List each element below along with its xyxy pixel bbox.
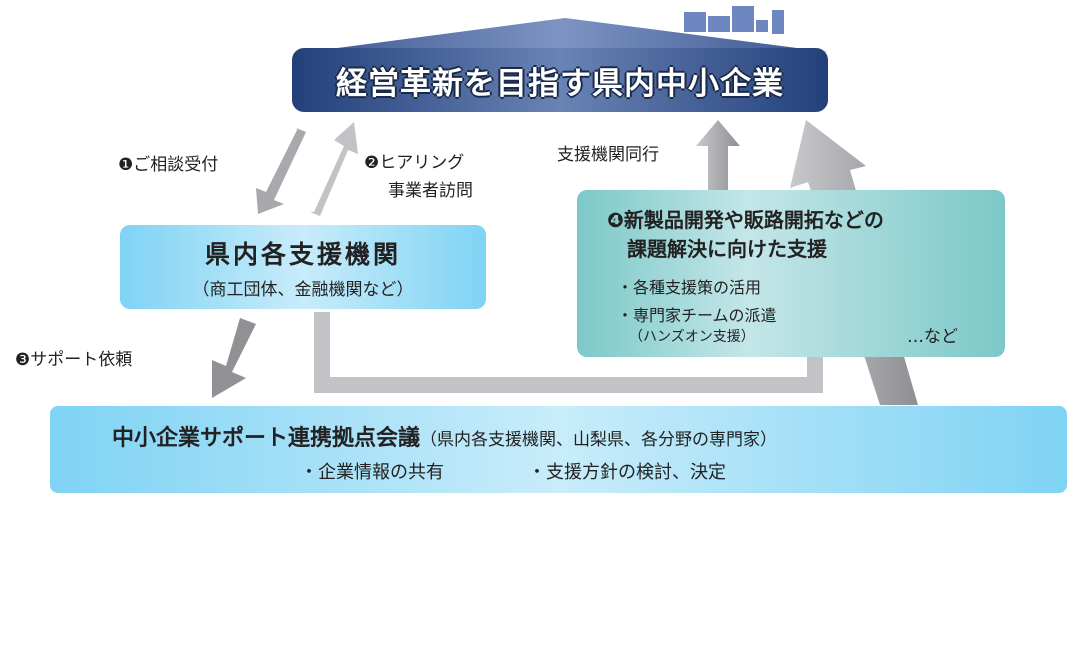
buildings-icon: [684, 6, 784, 34]
step4-heading-line1: ❹新製品開発や販路開拓などの: [607, 208, 884, 232]
step4-etc: …など: [907, 327, 958, 347]
feedback-line: [314, 312, 823, 393]
step1-label: ❶ご相談受付: [118, 155, 219, 175]
council-members: （県内各支援機関、山梨県、各分野の専門家）: [420, 430, 778, 450]
council-role: ・企業情報の共有: [300, 462, 444, 483]
step4-heading-line2: 課題解決に向けた支援: [627, 237, 827, 261]
target-companies-title: 経営革新を目指す県内中小企業: [292, 48, 828, 112]
step4-box: ❹新製品開発や販路開拓などの 課題解決に向けた支援 ・各種支援策の活用 ・専門家…: [577, 190, 1005, 357]
council-title: 中小企業サポート連携拠点会議: [112, 426, 421, 451]
arrow-accompany: [696, 120, 740, 190]
council-box: 中小企業サポート連携拠点会議（県内各支援機関、山梨県、各分野の専門家） ・企業情…: [50, 406, 1067, 493]
step2-sub-label: 事業者訪問: [388, 181, 473, 201]
arrow-consultation: [256, 128, 306, 214]
roof-shape: [292, 18, 828, 54]
council-role: ・支援方針の検討、決定: [528, 462, 726, 483]
support-orgs-sub: （商工団体、金融機関など）: [192, 280, 414, 300]
arrow-request: [212, 318, 256, 398]
arrow-hearing: [310, 122, 358, 216]
accompany-label: 支援機関同行: [557, 145, 659, 165]
support-orgs-box: 県内各支援機関 （商工団体、金融機関など）: [120, 225, 486, 309]
step2-label: ❷ヒアリング: [364, 153, 465, 173]
support-orgs-heading: 県内各支援機関: [204, 240, 401, 269]
step4-item: ・専門家チームの派遣: [617, 306, 777, 325]
step3-label: ❸サポート依頼: [15, 350, 133, 370]
step4-heading: ❹新製品開発や販路開拓などの 課題解決に向けた支援: [607, 206, 884, 264]
step4-note: （ハンズオン支援）: [629, 329, 755, 345]
step4-item: ・各種支援策の活用: [617, 278, 762, 297]
council-heading: 中小企業サポート連携拠点会議（県内各支援機関、山梨県、各分野の専門家）: [112, 420, 777, 452]
